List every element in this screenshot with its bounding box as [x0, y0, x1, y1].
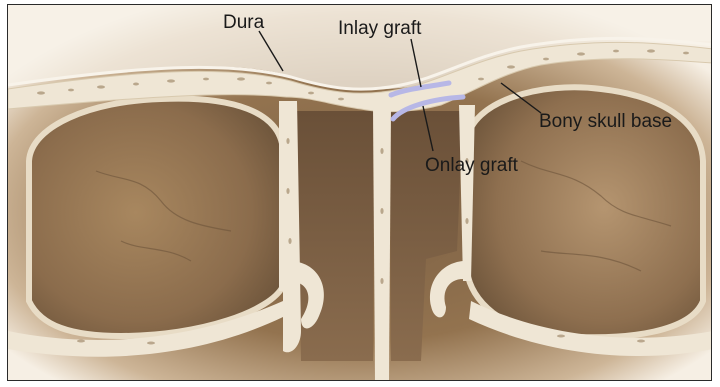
left-sinus [29, 99, 283, 336]
skull-base-illustration: Dura Inlay graft Onlay graft Bony skull … [8, 5, 712, 381]
inlay-graft-label: Inlay graft [338, 18, 422, 39]
dura-label: Dura [223, 12, 265, 33]
septum-middle [373, 105, 391, 381]
bony-skull-base-label: Bony skull base [539, 111, 672, 132]
illustration-frame: Dura Inlay graft Onlay graft Bony skull … [7, 4, 712, 381]
onlay-graft-label: Onlay graft [425, 155, 519, 176]
